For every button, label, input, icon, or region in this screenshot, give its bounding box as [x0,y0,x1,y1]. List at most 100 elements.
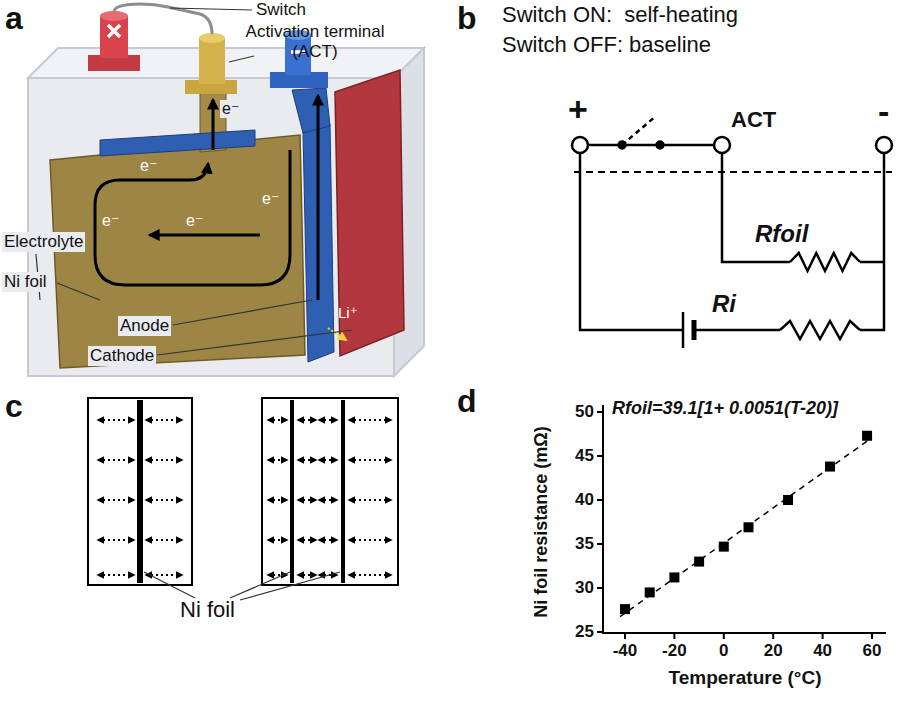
resistor-symbol [790,253,860,271]
axis-tick [597,631,603,633]
wire [860,261,884,264]
heat-flow-arrow [268,459,287,461]
axis-tick [597,455,603,457]
data-point [825,462,835,472]
heat-flow-arrow [98,499,134,501]
tick-label: 40 [575,490,594,510]
heat-flow-arrow [98,539,134,541]
tick-label: 0 [719,641,728,661]
data-point [744,522,754,532]
positive-terminal [100,16,128,58]
heat-flow-arrow [98,459,134,461]
terminal-circle [572,137,588,153]
tick-label: 20 [764,641,783,661]
leader-line [57,283,100,300]
electron-flow-arrow [95,96,318,300]
axis-tick [597,411,603,413]
leader-line [157,330,352,355]
heat-flow-arrow [298,539,316,541]
electron-label: e⁻ [262,190,279,208]
data-point [719,542,729,552]
tick-label: 60 [863,641,882,661]
mode-note: Switch OFF: baseline [502,32,711,57]
heat-flow-arrow [298,499,316,501]
act-terminal-top [199,33,225,43]
data-point [783,495,793,505]
electron-label: e⁻ [220,100,241,118]
ni-foil-sheet [50,135,305,368]
terminal-label: ACT [731,107,776,132]
heat-flow-arrow [319,459,337,461]
tick-label: 30 [575,578,594,598]
heat-flow-arrow [349,459,391,461]
heat-flow-arrow [146,419,182,421]
data-point [645,587,655,597]
fit-line [620,438,872,617]
axis-tick [597,587,603,589]
leader-line [173,300,312,325]
heat-flow-arrow [268,539,287,541]
heat-flow-arrow [349,419,391,421]
panel-letter: a [5,0,23,37]
electron-flow-arrow [212,100,215,150]
axis-title: Temperature (°C) [669,667,822,689]
circuit-schematic [572,116,892,348]
axis-tick [871,633,873,639]
heat-flow-arrow [319,419,337,421]
battery-illustration [28,4,424,376]
panel-letter: d [457,383,477,420]
tick-label: 45 [575,446,594,466]
fit-equation: Rfoil=39.1[1+ 0.0051(T-20)] [612,398,838,419]
part-label: Electrolyte [2,232,85,252]
electron-label: e⁻ [102,212,119,230]
switch-blade [622,144,660,147]
heat-flow-arrow [319,539,337,541]
battery-symbol [682,312,685,348]
axis-tick [822,633,824,639]
ion-label: Li⁺ [338,304,358,321]
electron-flow-arrow [150,234,260,237]
leader-line [229,56,254,62]
heat-flow-arrow [349,499,391,501]
cell-outline [88,398,192,585]
tick-label: -20 [662,641,687,661]
tick-label: -40 [613,641,638,661]
data-point [669,572,679,582]
electron-flow-arrow [317,96,320,300]
heat-flow-arrow [268,419,287,421]
part-label: Ni foil [2,272,49,292]
act-terminal [199,38,225,84]
heat-flow-arrow [298,574,316,576]
heat-flow-arrow [146,459,182,461]
ion-arrow [328,328,346,340]
resistor-symbol [780,321,860,339]
cell-outline [262,398,398,585]
terminal-circle [714,137,730,153]
heat-flow-arrow [98,419,134,421]
axis-tick [772,633,774,639]
axis-tick [624,633,626,639]
leader-line [144,572,195,598]
electron-label: e⁻ [186,212,203,230]
resistance-chart [597,405,886,639]
anode-tab [292,88,330,133]
heat-flow-arrow [349,539,391,541]
part-label: Activation terminal (ACT) [245,22,385,61]
axis-tick [673,633,675,639]
heat-flow-arrow [319,499,337,501]
wire [580,153,683,330]
positive-mark [108,25,120,37]
heat-flow-arrow [98,574,134,576]
tick-label: 40 [813,641,832,661]
mode-note: Switch ON: self-heating [502,2,738,27]
data-point [620,604,630,614]
terminal-circle [876,137,892,153]
heat-flow-arrow [146,539,182,541]
wire [660,144,714,147]
switch-open-blade [622,116,656,145]
resistor-label: Ri [712,290,736,318]
heat-flow-arrow [146,499,182,501]
resistor-label: Rfoil [755,220,808,248]
leader-line [240,572,340,600]
leader-line [170,8,252,10]
